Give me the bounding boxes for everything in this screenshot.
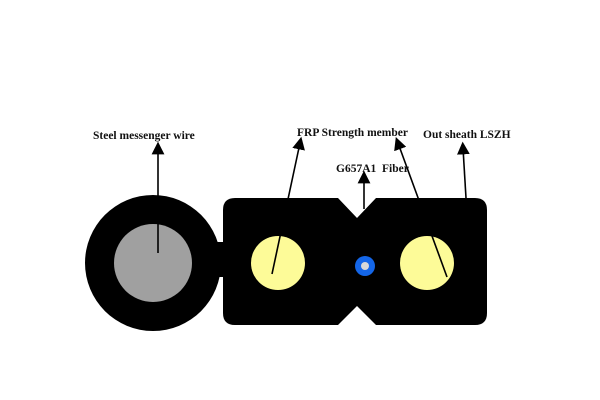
frp-strength-member-right bbox=[400, 236, 454, 290]
frp-leader-arrow-left bbox=[271, 136, 305, 275]
frp-strength-member-left bbox=[251, 236, 305, 290]
cable-body-sheath bbox=[223, 198, 487, 325]
label-out-sheath: Out sheath LSZH bbox=[423, 129, 511, 141]
sheath-leader-arrow bbox=[456, 141, 470, 199]
label-frp-strength-member: FRP Strength member bbox=[297, 127, 408, 139]
label-fiber: G657A1 Fiber bbox=[336, 163, 409, 175]
label-steel-messenger-wire: Steel messenger wire bbox=[93, 130, 195, 142]
fiber-core bbox=[361, 262, 369, 270]
frp-leader-arrow-right bbox=[394, 136, 448, 278]
steel-wire bbox=[114, 224, 192, 302]
